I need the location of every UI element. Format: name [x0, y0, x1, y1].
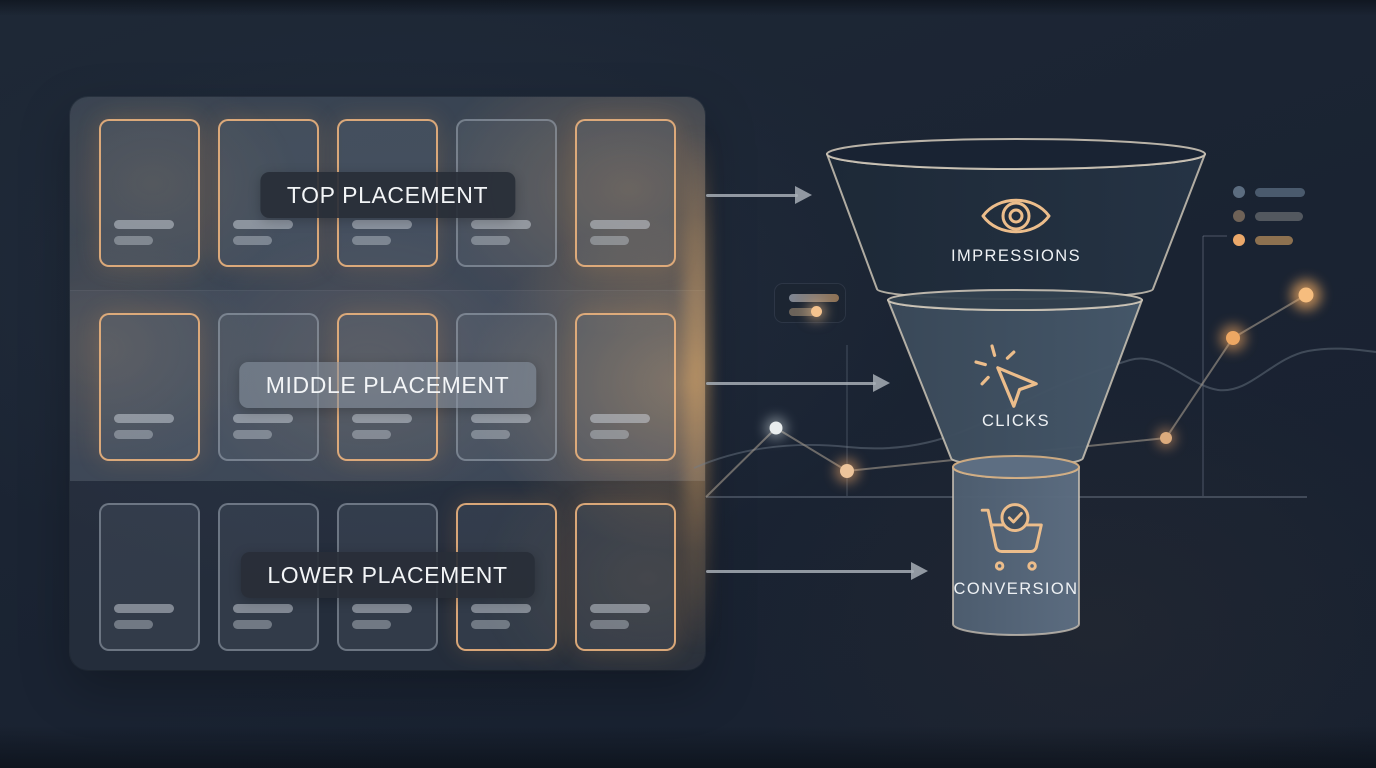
text-placeholder: [352, 220, 413, 229]
ad-card-accent: [99, 119, 200, 267]
text-placeholder: [352, 414, 413, 423]
funnel-stage-clicks: [887, 289, 1143, 467]
text-placeholder: [590, 620, 629, 629]
text-placeholder: [352, 236, 391, 245]
legend-row: [1233, 210, 1305, 222]
eye-icon: [981, 198, 1051, 234]
wave-line: [693, 347, 1376, 469]
text-placeholder: [233, 414, 294, 423]
text-placeholder: [352, 430, 391, 439]
legend-row: [1233, 186, 1305, 198]
text-placeholder: [590, 430, 629, 439]
placement-row: LOWER PLACEMENT: [70, 480, 705, 671]
placement-label: TOP PLACEMENT: [286, 181, 489, 208]
mini-tooltip: [775, 284, 845, 322]
placement-row: TOP PLACEMENT: [70, 97, 705, 290]
ad-card-muted: [99, 503, 200, 651]
text-placeholder: [471, 604, 532, 613]
legend-dot-icon: [1233, 186, 1245, 198]
text-placeholder: [471, 620, 510, 629]
arrowhead-icon: [911, 562, 928, 580]
legend-bar: [1255, 211, 1303, 221]
placement-row: MIDDLE PLACEMENT: [70, 290, 705, 481]
legend-dot-icon: [1233, 234, 1245, 246]
text-placeholder: [471, 236, 510, 245]
text-placeholder: [471, 414, 532, 423]
legend-dot-icon: [1233, 210, 1245, 222]
text-placeholder: [590, 414, 651, 423]
legend-bar: [1255, 187, 1305, 197]
tooltip-glow-dot: [811, 306, 822, 317]
text-placeholder: [352, 604, 413, 613]
cart-check-icon: [980, 503, 1043, 571]
text-placeholder: [233, 604, 294, 613]
text-placeholder: [114, 236, 153, 245]
text-placeholder: [590, 604, 651, 613]
placement-label: LOWER PLACEMENT: [267, 561, 508, 588]
text-placeholder: [233, 430, 272, 439]
text-placeholder: [590, 236, 629, 245]
text-placeholder: [114, 430, 153, 439]
funnel-stage-label: IMPRESSIONS: [950, 247, 1082, 265]
arrowhead-icon: [873, 374, 890, 392]
arrowhead-icon: [795, 186, 812, 204]
ad-card-accent: [575, 119, 676, 267]
legend-row: [1233, 234, 1305, 246]
text-placeholder: [471, 430, 510, 439]
placement-label-pill: LOWER PLACEMENT: [240, 552, 535, 598]
ad-card-accent: [575, 503, 676, 651]
funnel-stage-impressions: [826, 138, 1206, 300]
text-placeholder: [233, 220, 294, 229]
text-placeholder: [114, 620, 153, 629]
legend-bar: [1255, 235, 1293, 245]
text-placeholder: [352, 620, 391, 629]
text-placeholder: [590, 220, 651, 229]
placement-label-pill: MIDDLE PLACEMENT: [238, 362, 537, 408]
cursor-click-icon: [974, 344, 1038, 408]
background-sparkline-chart: [693, 235, 1376, 498]
funnel-stage-label: CLICKS: [981, 412, 1051, 430]
text-placeholder: [471, 220, 532, 229]
text-placeholder: [114, 604, 175, 613]
placements-panel: TOP PLACEMENT MIDDLE PLACEMENT LOWER PLA…: [70, 97, 705, 671]
text-placeholder: [114, 220, 175, 229]
funnel-stage-label: CONVERSION: [953, 580, 1079, 598]
placement-label: MIDDLE PLACEMENT: [265, 371, 510, 398]
funnel-stage-conversion: [952, 455, 1080, 636]
ad-card-accent: [575, 313, 676, 461]
trend-polyline: [705, 294, 1307, 498]
mini-legend: [1233, 186, 1305, 246]
placement-label-pill: TOP PLACEMENT: [259, 172, 516, 218]
ad-card-accent: [99, 313, 200, 461]
text-placeholder: [233, 620, 272, 629]
tooltip-bar: [789, 294, 839, 302]
text-placeholder: [114, 414, 175, 423]
text-placeholder: [233, 236, 272, 245]
